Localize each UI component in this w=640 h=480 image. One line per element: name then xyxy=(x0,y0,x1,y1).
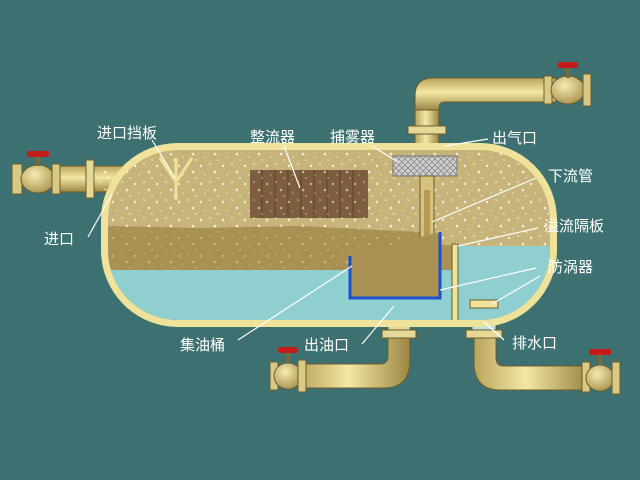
label-gas-outlet: 出气口 xyxy=(492,129,537,147)
label-downcomer: 下流管 xyxy=(548,167,593,185)
water-outlet-valve[interactable] xyxy=(581,349,621,395)
label-inlet-baffle: 进口挡板 xyxy=(97,124,157,142)
label-inlet: 进口 xyxy=(44,230,74,248)
leader-lines xyxy=(87,138,541,345)
vortex-breaker-plate xyxy=(469,299,499,309)
label-overflow-weir: 溢流隔板 xyxy=(544,217,604,235)
oil-collection-tub xyxy=(348,232,442,300)
gas-outlet-valve[interactable] xyxy=(543,62,592,107)
label-vortex-breaker: 防涡器 xyxy=(548,258,593,276)
label-oil-outlet: 出油口 xyxy=(304,336,349,354)
inlet-baffle xyxy=(158,157,194,200)
mist-eliminator xyxy=(392,155,458,177)
oil-outlet-valve[interactable] xyxy=(269,347,307,393)
overflow-weir-plate xyxy=(451,243,459,320)
label-oil-bucket: 集油桶 xyxy=(180,336,225,354)
label-water-outlet: 排水口 xyxy=(512,334,557,352)
inlet-valve[interactable] xyxy=(11,151,61,195)
label-mist-eliminator: 捕雾器 xyxy=(330,128,375,146)
separator-vessel xyxy=(101,143,557,327)
label-flow-straightener: 整流器 xyxy=(250,128,295,146)
